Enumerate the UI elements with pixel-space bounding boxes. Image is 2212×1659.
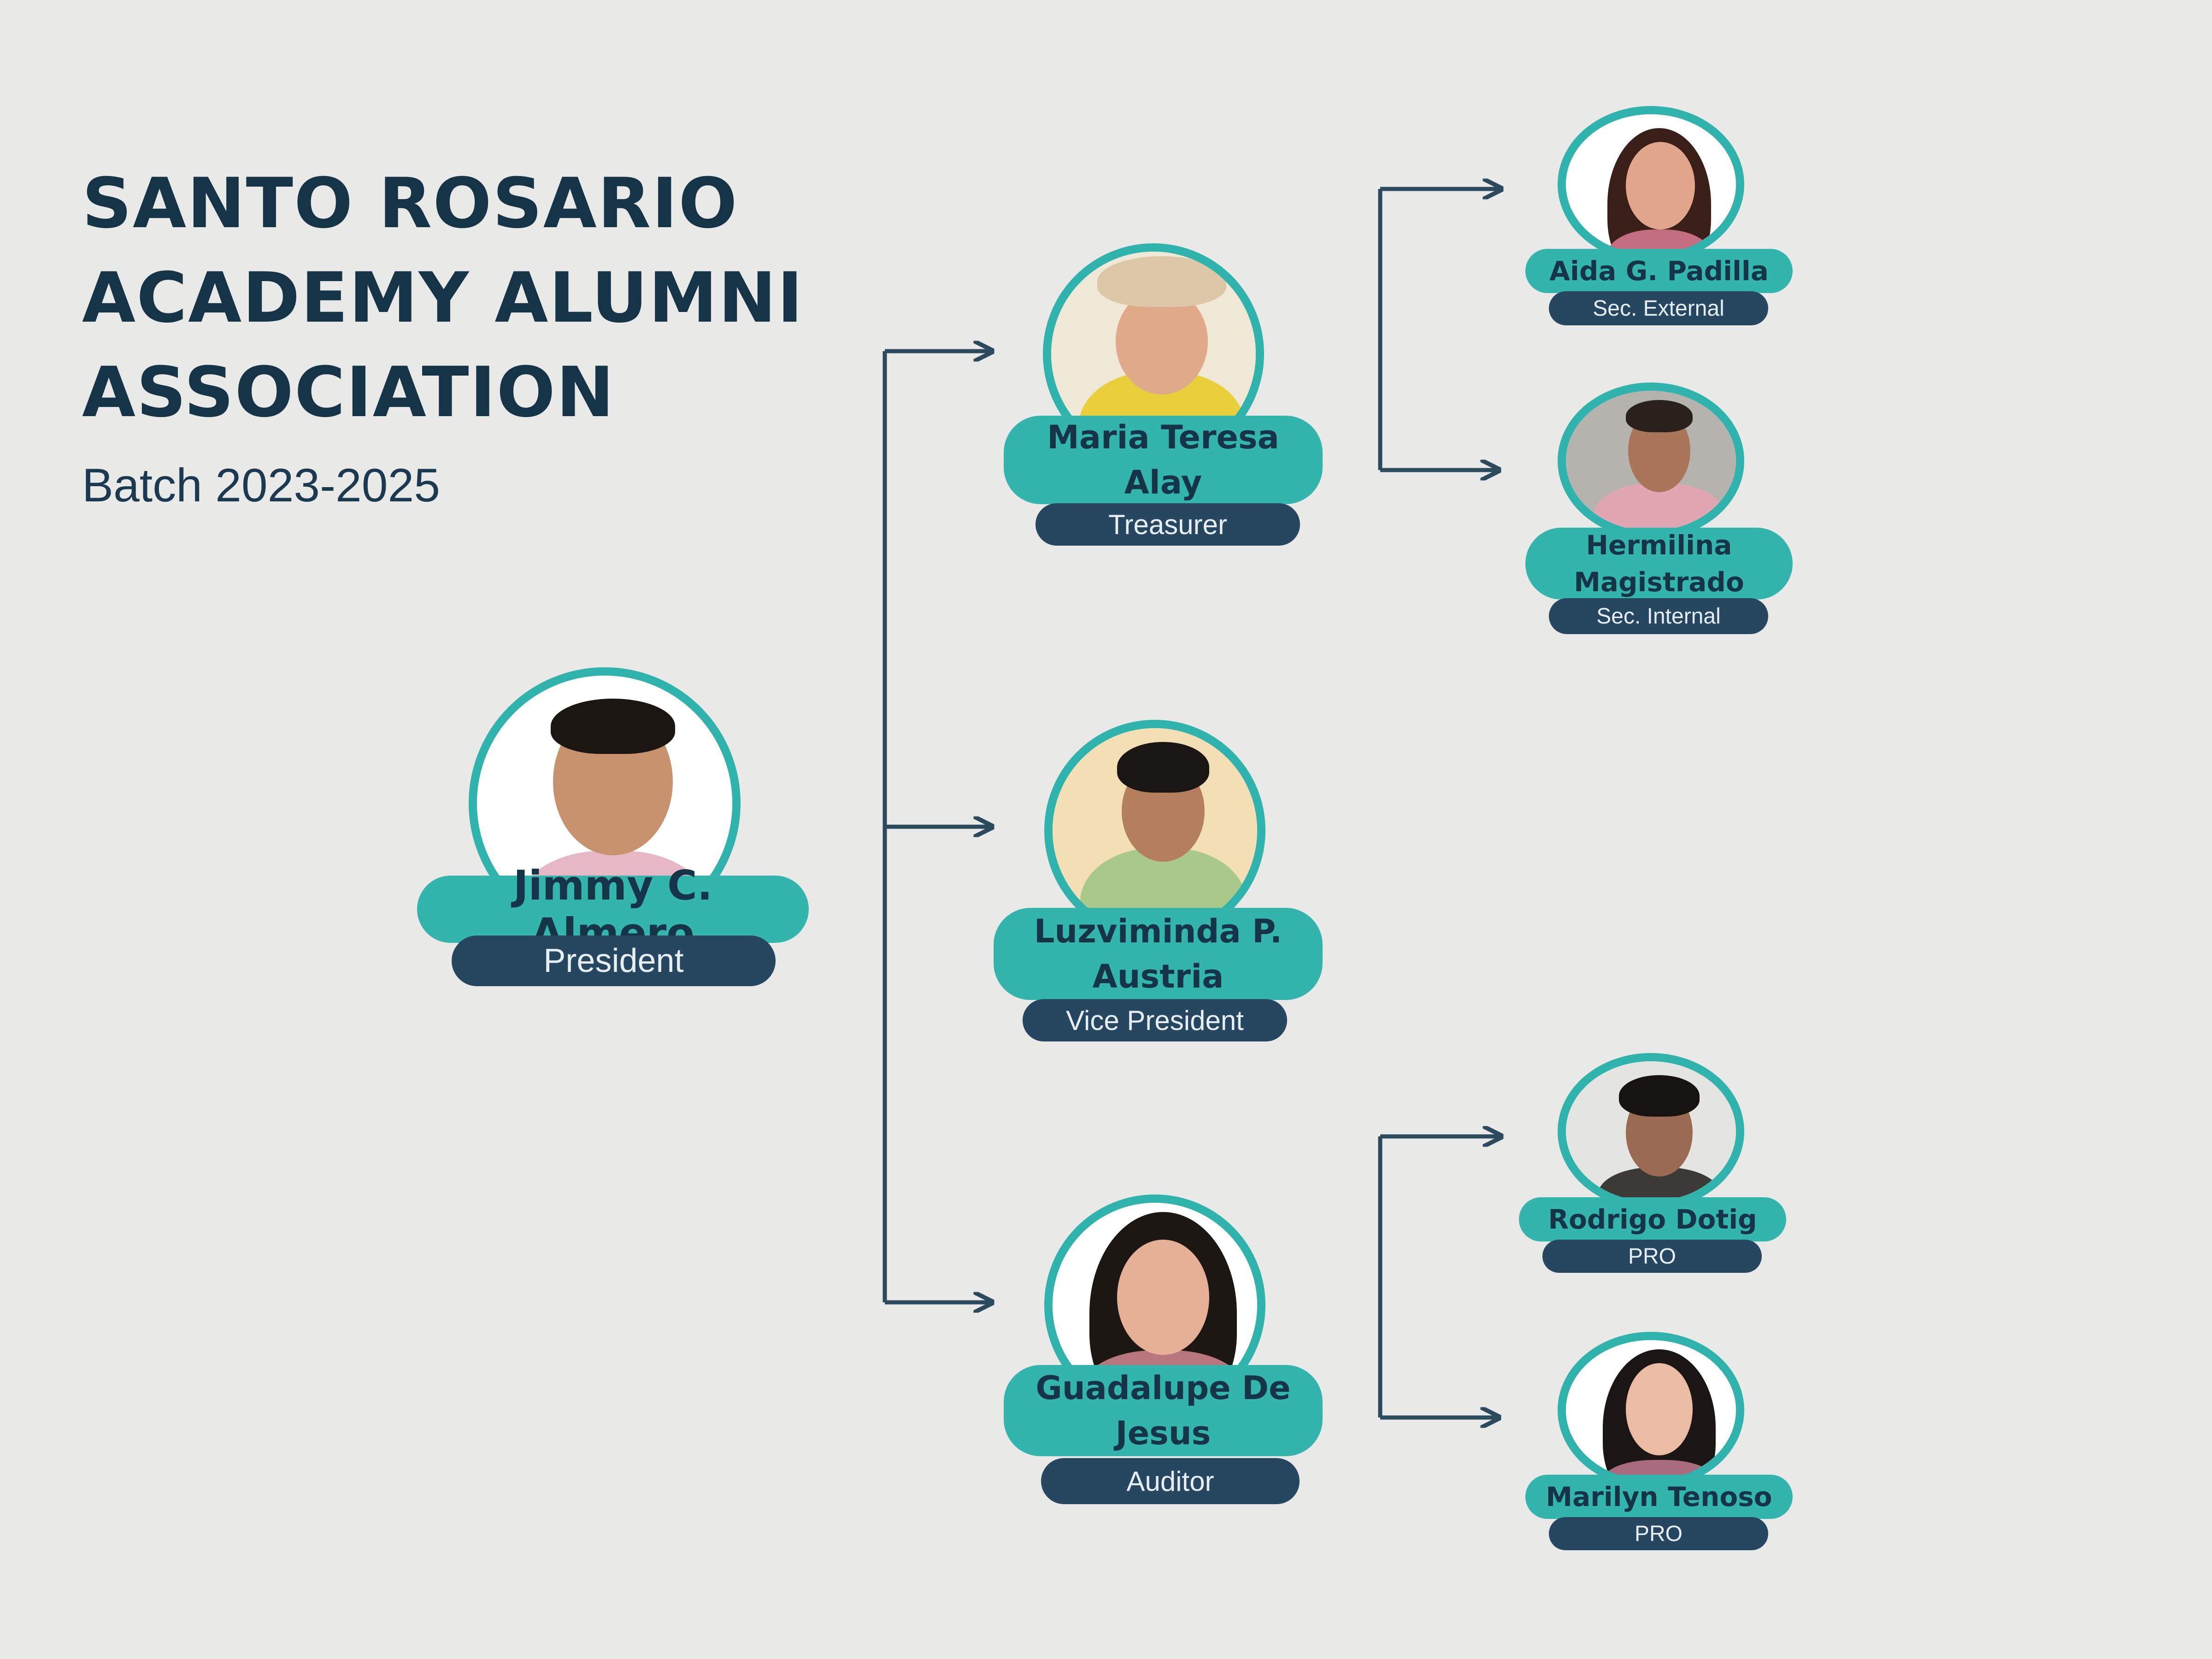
name-label-president: Jimmy C. Almero: [417, 862, 809, 957]
role-label-president: President: [452, 935, 776, 986]
name-label-pro-1: Rodrigo Dotig: [1519, 1197, 1786, 1241]
role-label-auditor: Auditor: [1041, 1458, 1300, 1504]
role-label-pro-2: PRO: [1549, 1517, 1768, 1550]
name-label-auditor: Guadalupe De Jesus: [1004, 1365, 1323, 1456]
role-label-pro-1: PRO: [1542, 1240, 1762, 1273]
title-line-1: SANTO ROSARIO: [82, 164, 738, 244]
avatar-sec-external: [1558, 106, 1744, 263]
name-label-vice-president: Luzviminda P. Austria: [994, 908, 1323, 1000]
avatar-pro-1: [1558, 1053, 1744, 1210]
name-label-sec-internal: Hermilina Magistrado: [1525, 528, 1793, 600]
name-label-pro-2: Marilyn Tenoso: [1525, 1475, 1793, 1519]
avatar-sec-internal: [1558, 382, 1744, 539]
subtitle: Batch 2023-2025: [82, 459, 440, 512]
name-label-treasurer: Maria Teresa Alay: [1004, 416, 1323, 504]
role-label-sec-external: Sec. External: [1549, 291, 1768, 325]
title-line-2: ACADEMY ALUMNI: [82, 258, 804, 338]
avatar-pro-2: [1558, 1332, 1744, 1488]
title-block: SANTO ROSARIO ACADEMY ALUMNI ASSOCIATION…: [82, 157, 804, 512]
name-label-sec-external: Aida G. Padilla: [1525, 249, 1793, 293]
role-label-treasurer: Treasurer: [1035, 503, 1300, 546]
title-line-3: ASSOCIATION: [82, 353, 615, 433]
role-label-sec-internal: Sec. Internal: [1549, 598, 1768, 634]
role-label-vice-president: Vice President: [1023, 999, 1287, 1041]
